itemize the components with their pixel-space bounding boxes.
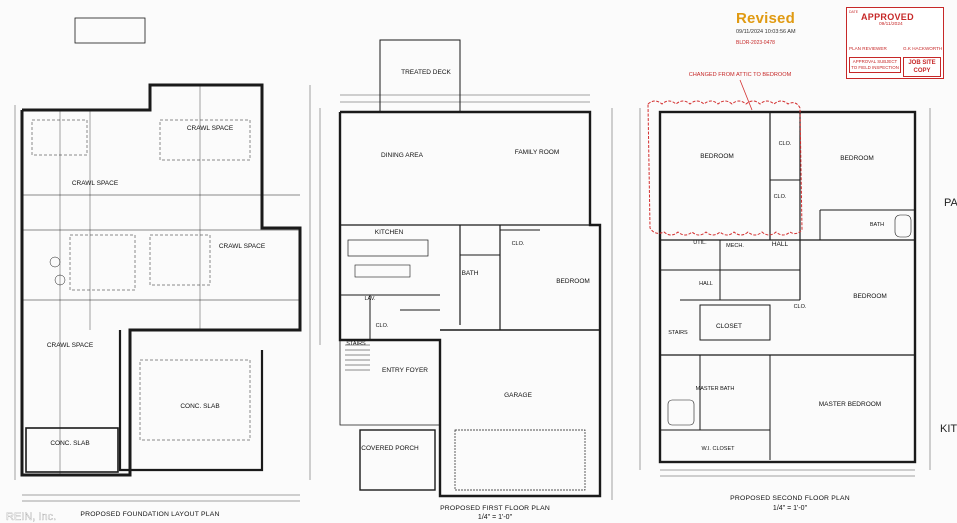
- crawl-space-label: CRAWL SPACE: [219, 243, 266, 250]
- stamp-corner-tag: DATE: [849, 10, 859, 14]
- conc-slab-label: CONC. SLAB: [180, 403, 219, 410]
- reviewer-name: G.K HACKWORTH: [903, 46, 943, 51]
- room-label: STAIRS: [668, 330, 688, 336]
- watermark: REIN, Inc.: [6, 511, 56, 523]
- sheet-edge-label: KIT: [940, 423, 957, 435]
- room-label: BEDROOM: [700, 153, 734, 160]
- second-floor-plan-walls: [639, 108, 931, 477]
- first-floor-plan-title: PROPOSED FIRST FLOOR PLAN: [440, 505, 550, 512]
- second-floor-plan-scale: 1/4" = 1'-0": [773, 505, 808, 512]
- room-label: BATH: [870, 222, 884, 228]
- room-label: KITCHEN: [375, 229, 404, 236]
- room-label: CLO.: [774, 194, 787, 200]
- approved-label: APPROVED: [861, 12, 914, 22]
- approval-stamp: DATE APPROVED 09/11/2024 PLAN REVIEWER G…: [846, 7, 944, 79]
- room-label: BEDROOM: [840, 155, 874, 162]
- room-label: CLO.: [512, 241, 525, 247]
- approved-date: 09/11/2024: [879, 22, 903, 27]
- first-floor-plan-walls: [319, 39, 613, 500]
- room-label: MASTER BEDROOM: [819, 401, 881, 408]
- room-label: FAMILY ROOM: [515, 149, 560, 156]
- room-label: LAV.: [364, 296, 375, 302]
- job-site-copy-label: JOB SITE COPY: [903, 57, 941, 77]
- revised-datetime: 09/11/2024 10:03:56 AM: [736, 29, 796, 35]
- room-label: HALL: [699, 281, 713, 287]
- room-label: BATH: [462, 270, 479, 277]
- room-label: W.I. CLOSET: [701, 446, 735, 452]
- room-label: MASTER BATH: [696, 386, 735, 392]
- crawl-space-label: CRAWL SPACE: [187, 125, 234, 132]
- crawl-space-label: CRAWL SPACE: [47, 342, 94, 349]
- room-label: GARAGE: [504, 392, 532, 399]
- foundation-plan-title: PROPOSED FOUNDATION LAYOUT PLAN: [80, 511, 219, 518]
- room-label: TREATED DECK: [401, 69, 451, 76]
- room-label: CLO.: [779, 141, 792, 147]
- conc-slab-label: CONC. SLAB: [50, 440, 89, 447]
- room-label: MECH.: [726, 243, 744, 249]
- crawl-space-label: CRAWL SPACE: [72, 180, 119, 187]
- room-label: BEDROOM: [556, 278, 590, 285]
- room-label: ENTRY FOYER: [382, 367, 428, 374]
- reviewer-label: PLAN REVIEWER: [849, 46, 887, 51]
- room-label: COVERED PORCH: [361, 445, 419, 452]
- foundation-plan-walls: [14, 17, 311, 502]
- room-label: CLOSET: [716, 323, 742, 330]
- permit-number: BLDR-2023-0478: [736, 40, 775, 46]
- room-label: STAIRS: [346, 341, 366, 347]
- room-label: HALL: [772, 241, 789, 248]
- room-label: BEDROOM: [853, 293, 887, 300]
- approval-subject-note: APPROVAL SUBJECT TO FIELD INSPECTION: [849, 57, 901, 73]
- room-label: UTIL.: [693, 240, 707, 246]
- room-label: CLO.: [376, 323, 389, 329]
- revision-cloud: [647, 79, 803, 236]
- revised-label: Revised: [736, 10, 795, 27]
- room-label: DINING AREA: [381, 152, 424, 159]
- revision-stamp: Revised 09/11/2024 10:03:56 AM BLDR-2023…: [732, 6, 944, 79]
- revision-note: CHANGED FROM ATTIC TO BEDROOM: [689, 72, 792, 78]
- sheet-edge-label: PA: [944, 197, 957, 209]
- room-label: CLO.: [794, 304, 807, 310]
- first-floor-plan-scale: 1/4" = 1'-0": [478, 514, 513, 521]
- second-floor-plan-title: PROPOSED SECOND FLOOR PLAN: [730, 495, 850, 502]
